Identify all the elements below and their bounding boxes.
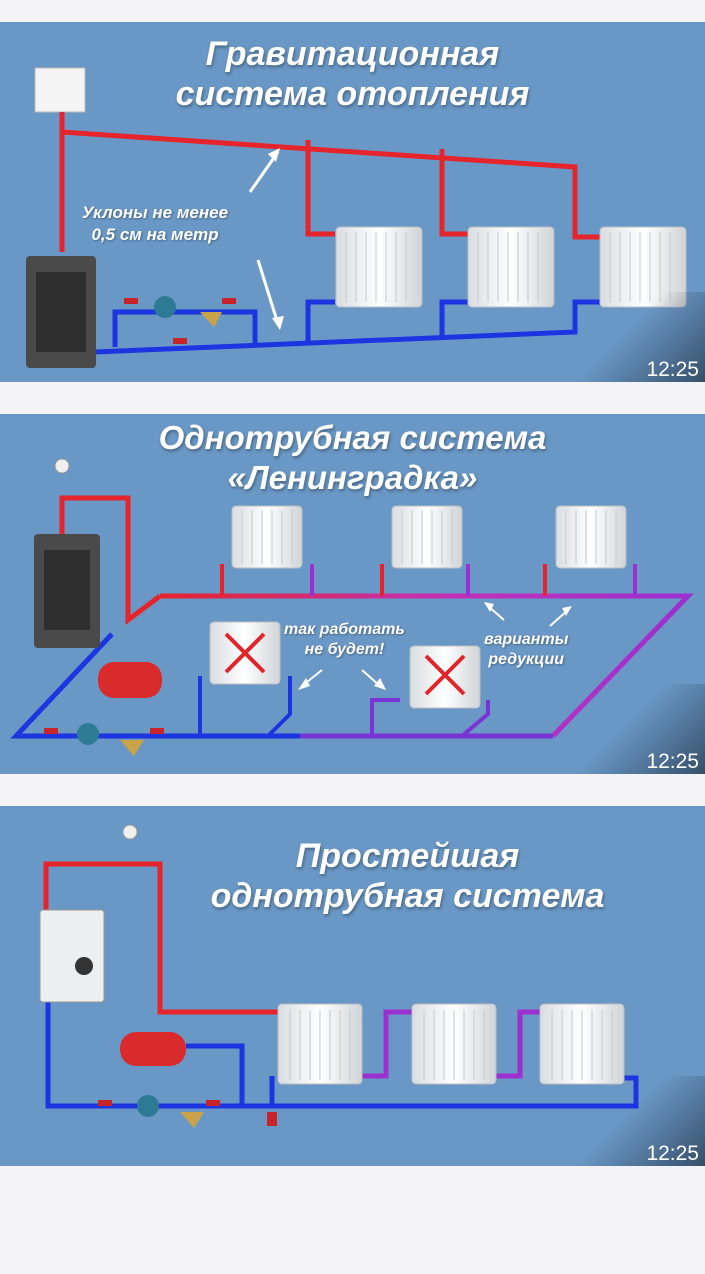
warning-note: так работать не будет! <box>284 621 405 658</box>
title-line: Простейшая <box>295 837 520 875</box>
gauge <box>54 458 70 474</box>
radiator <box>539 1003 625 1085</box>
radiator <box>411 1003 497 1085</box>
video-title: Простейшая однотрубная система <box>110 836 705 916</box>
supply-pipe <box>59 495 162 625</box>
radiator-crossed <box>370 645 490 738</box>
mixed-pipe <box>362 1009 540 1079</box>
valve <box>124 298 138 304</box>
drain-valve <box>267 1112 277 1126</box>
reduction-note: варианты редукции <box>484 631 569 668</box>
radiator <box>231 505 303 569</box>
slope-annotation: Уклоны не менее 0,5 см на метр <box>82 203 229 244</box>
pump <box>137 1095 159 1117</box>
video-thumbnail <box>26 67 687 368</box>
title-line: Гравитационная <box>205 35 500 73</box>
expansion-vessel <box>98 662 162 698</box>
pump <box>77 723 99 745</box>
valve <box>98 1100 112 1106</box>
video-card-gravity-system[interactable]: Гравитационная система отопления Уклоны … <box>0 22 705 382</box>
radiator <box>555 505 627 569</box>
valve <box>206 1100 220 1106</box>
video-card-leningradka[interactable]: Однотрубная система «Ленинградка» так ра… <box>0 414 705 774</box>
title-line: система отопления <box>175 75 530 113</box>
expansion-tank <box>34 67 86 113</box>
electric-boiler <box>39 909 105 1003</box>
filter <box>120 740 144 756</box>
filter <box>200 312 222 327</box>
video-title: Гравитационная система отопления <box>0 34 705 114</box>
valve <box>150 728 164 734</box>
video-duration: 12:25 <box>555 1076 705 1166</box>
radiator <box>467 226 555 308</box>
valve <box>222 298 236 304</box>
supply-pipe <box>59 112 600 252</box>
video-title: Однотрубная система «Ленинградка» <box>0 418 705 498</box>
radiator <box>599 226 687 308</box>
radiator-crossed <box>198 621 292 738</box>
radiator <box>335 226 423 308</box>
arrow-down <box>256 259 280 325</box>
radiator <box>277 1003 363 1085</box>
expansion-vessel <box>120 1032 186 1066</box>
valve <box>44 728 58 734</box>
filter <box>180 1112 204 1128</box>
video-duration: 12:25 <box>555 292 705 382</box>
video-thumbnail <box>10 458 694 756</box>
gauge <box>122 824 138 840</box>
pump <box>154 296 176 318</box>
video-duration: 12:25 <box>555 684 705 774</box>
title-line: «Ленинградка» <box>227 459 478 496</box>
title-line: однотрубная система <box>210 877 605 915</box>
video-card-simple-single-pipe[interactable]: Простейшая однотрубная система 12:25 <box>0 806 705 1166</box>
supply-pipe <box>43 861 278 1015</box>
video-thumbnail <box>39 824 639 1128</box>
radiator <box>391 505 463 569</box>
title-line: Однотрубная система <box>158 419 547 456</box>
valve <box>173 338 187 344</box>
